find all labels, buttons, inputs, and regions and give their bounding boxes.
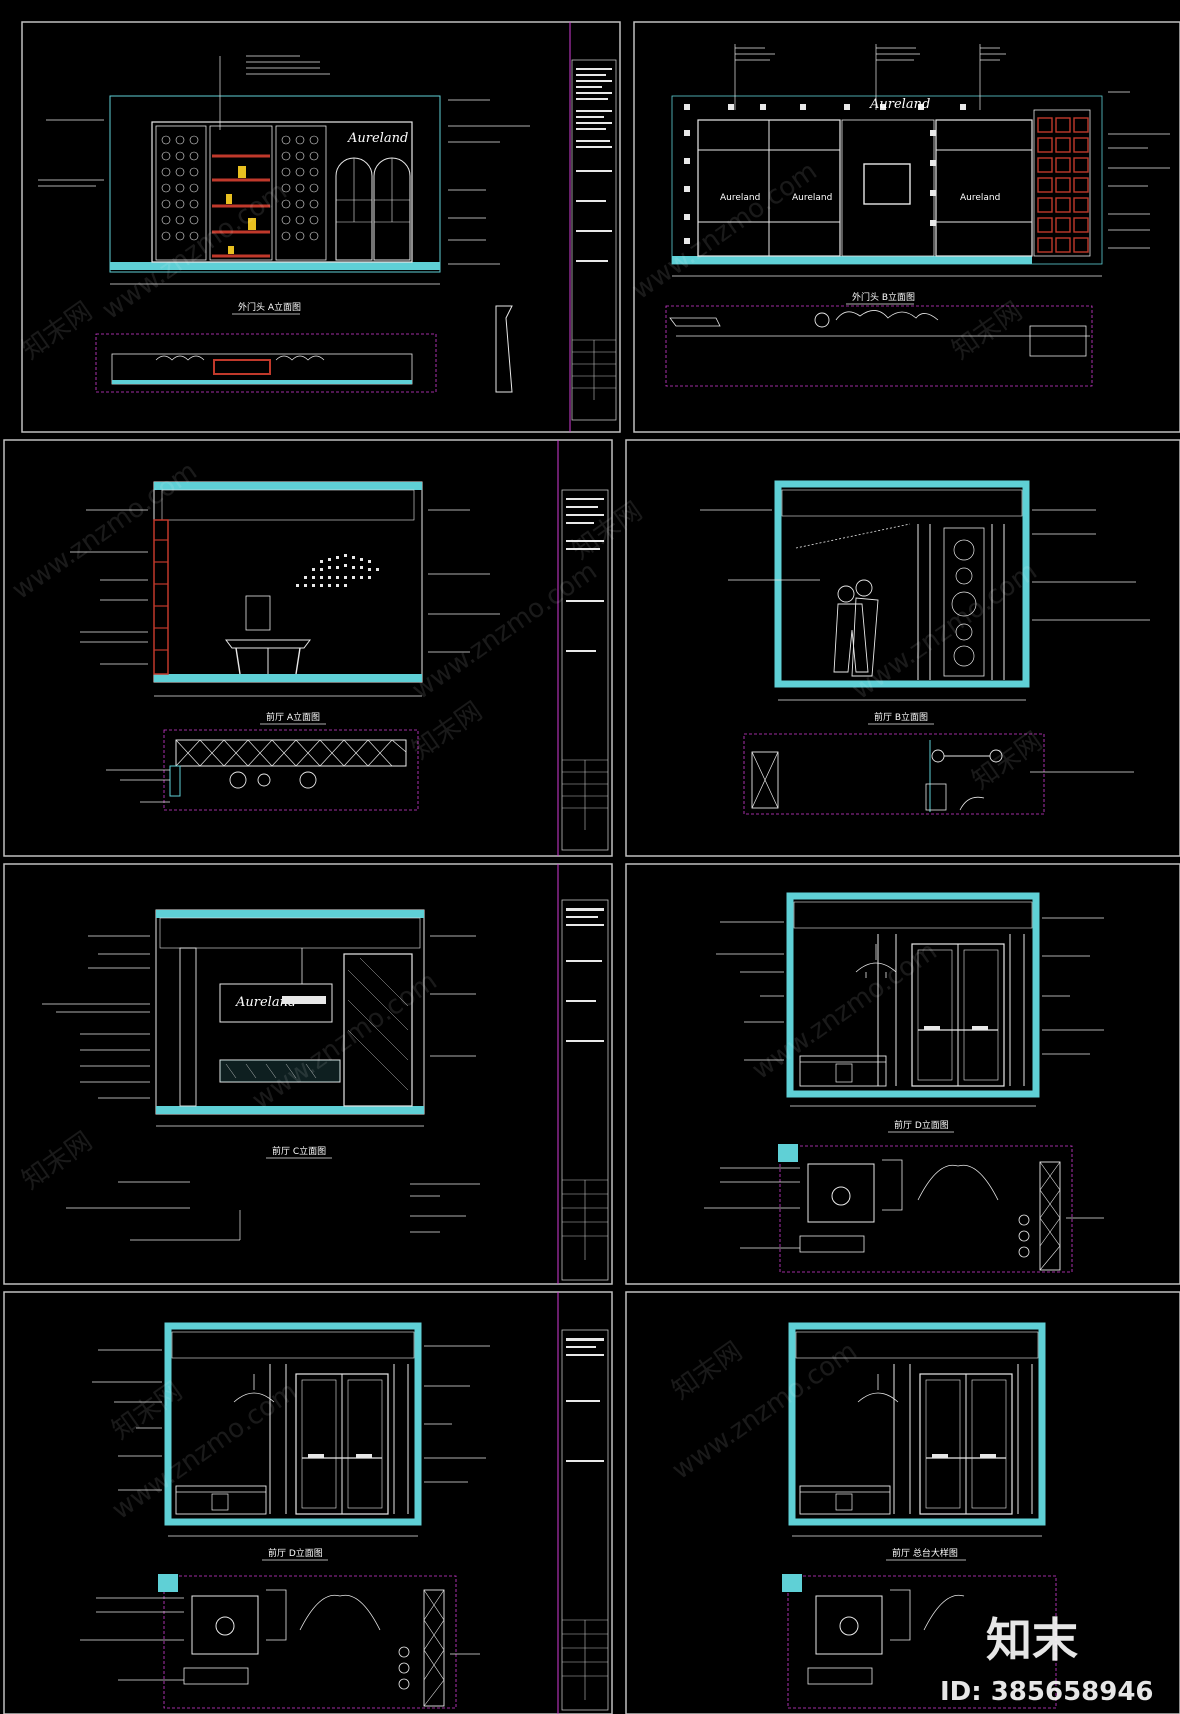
- logo-text-c: Aureland: [235, 995, 296, 1010]
- caption-lobby-reception: 前厅 总台大样图: [892, 1547, 958, 1559]
- watermark-text: www.znzmo.com: [247, 966, 443, 1116]
- title-block-strips: [557, 22, 617, 1714]
- watermarks: www.znzmo.com www.znzmo.com www.znzmo.co…: [7, 156, 1048, 1526]
- elevation-lobby-a: 前厅 A立面图: [70, 481, 500, 811]
- watermark-text: 知末网: [17, 296, 98, 365]
- watermark-text: www.znzmo.com: [7, 456, 203, 606]
- logo-text-b3: Aureland: [960, 193, 1000, 203]
- watermark-text: 知末网: [17, 1126, 98, 1195]
- caption-storefront-b: 外门头 B立面图: [852, 291, 915, 303]
- logo-text-b2: Aureland: [792, 193, 832, 203]
- caption-lobby-d-upper: 前厅 D立面图: [894, 1119, 949, 1131]
- elevation-lobby-c: Aureland 前厅 C立面图: [42, 909, 480, 1241]
- brand-stamp: 知末 ID: 385658946: [940, 1613, 1154, 1707]
- caption-storefront-a: 外门头 A立面图: [238, 301, 301, 313]
- logo-text-b1: Aureland: [720, 193, 760, 203]
- logo-text: Aureland: [347, 131, 408, 146]
- elevation-lobby-d-upper: 前厅 D立面图: [704, 892, 1104, 1273]
- brand-id: ID: 385658946: [940, 1677, 1154, 1707]
- watermark-text: www.znzmo.com: [407, 556, 603, 706]
- watermark-text: www.znzmo.com: [667, 1336, 863, 1486]
- caption-lobby-d-lower: 前厅 D立面图: [268, 1547, 323, 1559]
- elevation-storefront-b: Aureland Aureland Aureland Aureland: [665, 44, 1170, 387]
- watermark-text: 知末网: [107, 1376, 188, 1445]
- watermark-text: www.znzmo.com: [107, 1376, 303, 1526]
- caption-lobby-c: 前厅 C立面图: [272, 1145, 326, 1157]
- panel-borders: [3, 21, 1180, 1714]
- brand-name: 知末: [986, 1613, 1078, 1667]
- caption-lobby-b: 前厅 B立面图: [874, 711, 928, 723]
- watermark-text: 知末网: [947, 296, 1028, 365]
- caption-lobby-a: 前厅 A立面图: [266, 711, 320, 723]
- watermark-text: www.znzmo.com: [627, 156, 823, 306]
- logo-text-b4: Aureland: [869, 97, 930, 112]
- elevation-storefront-a: Aureland 外门头 A立面图: [38, 55, 530, 393]
- watermark-text: 知末网: [407, 696, 488, 765]
- watermark-text: 知末网: [667, 1336, 748, 1405]
- elevation-lobby-reception: 前厅 总台大样图: [782, 1322, 1057, 1709]
- elevation-lobby-d-lower: 前厅 D立面图: [80, 1322, 490, 1709]
- watermark-text: 知末网: [967, 726, 1048, 795]
- watermark-text: www.znzmo.com: [747, 936, 943, 1086]
- elevation-lobby-b: 前厅 B立面图: [700, 480, 1150, 815]
